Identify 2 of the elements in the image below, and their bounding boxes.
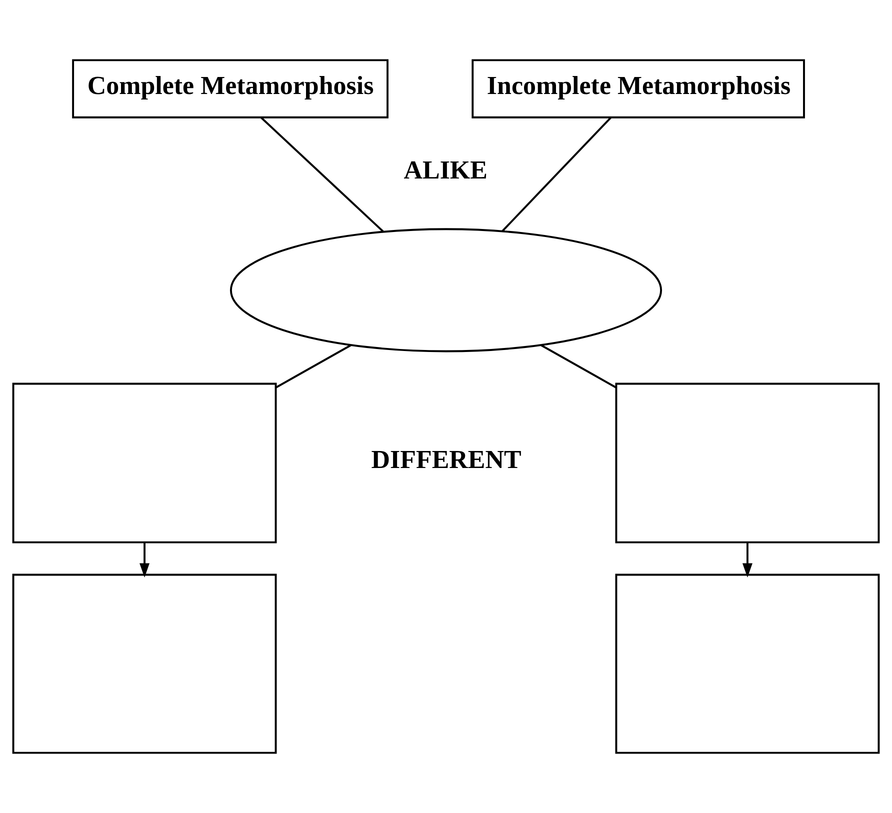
label: DIFFERENT bbox=[371, 445, 522, 474]
label: ALIKE bbox=[404, 155, 488, 184]
